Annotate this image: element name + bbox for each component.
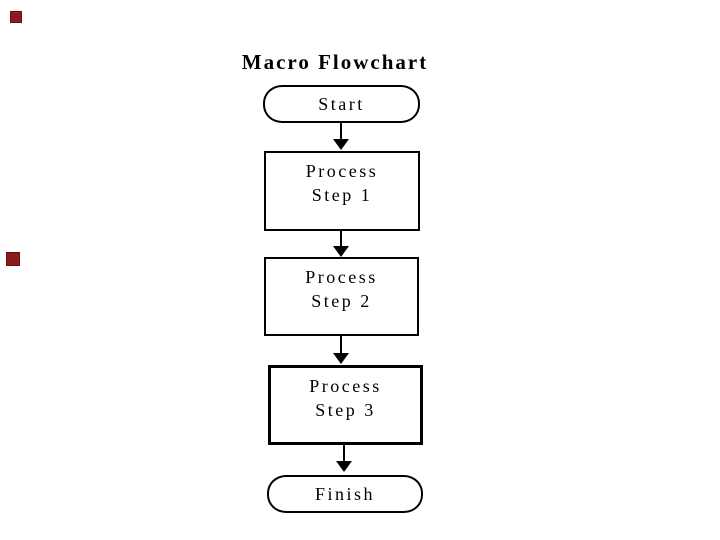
broken-bullet-icon bbox=[6, 252, 20, 266]
connector-line-1 bbox=[340, 123, 342, 140]
arrow-down-icon bbox=[336, 461, 352, 472]
arrow-down-icon bbox=[333, 246, 349, 257]
arrow-down-icon bbox=[333, 139, 349, 150]
connector-line-3 bbox=[340, 336, 342, 354]
flow-node-step2-line2: Step 2 bbox=[311, 291, 372, 311]
flow-node-step3-line2: Step 3 bbox=[315, 400, 376, 420]
broken-bullet-icon bbox=[10, 11, 22, 23]
flow-node-process-step-3: Process Step 3 bbox=[268, 365, 423, 445]
flow-node-finish-label: Finish bbox=[314, 483, 376, 504]
flow-node-process-step-1: Process Step 1 bbox=[264, 151, 420, 231]
flow-node-process-step-2: Process Step 2 bbox=[264, 257, 419, 336]
connector-line-2 bbox=[340, 231, 342, 247]
flow-node-step2-line1: Process bbox=[305, 267, 378, 287]
flow-node-step3-line1: Process bbox=[309, 376, 382, 396]
arrow-down-icon bbox=[333, 353, 349, 364]
flow-node-start-label: Start bbox=[318, 93, 365, 114]
flow-node-finish: Finish bbox=[267, 475, 423, 513]
page-title: Macro Flowchart bbox=[241, 50, 429, 74]
flow-node-step1-line2: Step 1 bbox=[311, 185, 373, 205]
flow-node-start: Start bbox=[263, 85, 420, 123]
flow-node-step1-line1: Process bbox=[305, 161, 379, 181]
connector-line-4 bbox=[343, 445, 345, 462]
